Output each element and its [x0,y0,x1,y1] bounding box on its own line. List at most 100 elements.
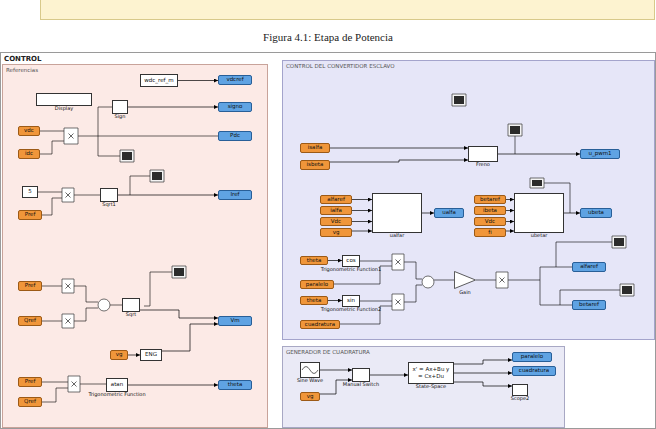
function-block: wdc_ref_m [140,74,178,87]
goto-tag: alfaref [572,262,606,272]
block-text: x' = Ax+Bu y = Cx+Du [411,366,451,380]
block-text: signo [228,104,243,110]
function-block: Freno [468,146,498,162]
function-block: ENG [140,349,162,361]
block-name: Sqrt1 [102,202,116,207]
from-tag: isbeta [300,160,330,170]
block-text: fi [488,230,491,236]
block-name: Sign [115,114,126,119]
block-text: Pdc [230,133,240,139]
block-name: Trigonometric Function1 [321,267,381,272]
from-tag: vdc [18,126,40,136]
function-block: Manual Switch [352,368,370,382]
from-tag: Pref [18,281,42,291]
block-text: Vdc [485,219,495,225]
block-text: vdc [24,128,34,134]
block-text: paralelo [306,282,328,288]
from-tag: isalfa [300,143,330,153]
goto-tag: ubeta [580,208,612,218]
block-text: cos [346,258,355,264]
goto-tag: cuadratura [512,366,556,376]
block-text: Pref [25,212,36,218]
from-tag: Vdc [474,217,506,226]
state-space-block: x' = Ax+Bu y = Cx+DuState-Space [408,362,454,384]
goto-tag: Iref [218,190,252,200]
block-text: Pref [25,379,36,385]
panel-heading: Referencias [6,67,38,73]
from-tag: theta [300,296,328,305]
display-block: Display [36,93,92,106]
block-name: Trigonometric Function2 [321,307,381,312]
goto-tag: theta [218,380,252,390]
function-block: 5 [22,186,38,198]
block-text: Vdc [331,219,341,225]
panel-heading: GENERADOR DE CUADRATURA [286,349,370,355]
block-name: Gain [459,290,471,295]
from-tag: paralelo [300,280,334,289]
block-text: cuadratura [519,368,549,374]
from-tag: cuadratura [300,320,340,329]
group-panel: Referenciaswdc_ref_mvdcrefDisplaySignvdc… [2,64,268,428]
group-panel: CONTROL DEL CONVERTIDOR ESCLAVOisalfaisb… [282,60,655,340]
block-text: alfaref [327,197,345,203]
block-name: Trigonometric Function [88,392,145,397]
goto-tag: ualfa [434,208,464,218]
goto-tag: u_pwm1 [580,149,620,159]
gain-triangle [455,272,476,289]
function-block: Sqrt1 [100,188,118,202]
from-tag: alfaref [320,195,352,204]
block-text: 5 [28,189,32,195]
function-block: sinTrigonometric Function2 [342,295,360,307]
block-text: Qref [24,318,36,324]
goto-tag: signo [218,102,252,112]
block-name: Display [55,106,73,111]
from-tag: ibeta [474,206,506,215]
block-text: u_pwm1 [588,151,611,157]
gain-outline [454,271,476,289]
from-tag: Vdc [320,217,352,226]
block-text: Iref [230,192,239,198]
block-name: Sqrt [126,312,136,317]
block-name: ubetar [531,233,548,238]
block-text: Vm [230,318,239,324]
block-text: betaref [480,197,500,203]
group-panel: GENERADOR DE CUADRATURASine WavevgManual… [282,346,565,428]
from-tag: theta [300,256,328,265]
from-tag: fi [474,228,506,237]
function-block: cosTrigonometric Function1 [342,255,360,267]
block-text: theta [307,258,322,264]
block-text: betaref [579,302,599,308]
block-name: State-Space [416,384,446,389]
from-tag: Qref [18,316,42,326]
block-text: ENG [145,352,157,358]
figure-caption: Figura 4.1: Etapa de Potencia [0,31,656,43]
block-text: atan [111,382,123,388]
block-text: theta [228,382,243,388]
block-text: isalfa [308,145,323,151]
goto-tag: paralelo [512,352,552,362]
block-text: Pref [25,283,36,289]
control-frame: CONTROLReferenciaswdc_ref_mvdcrefDisplay… [0,52,656,429]
from-tag: Pref [18,210,42,220]
block-name: Sine Wave [297,378,323,383]
block-text: sin [347,298,355,304]
goto-tag: Pdc [218,131,252,141]
block-name: ualfar [390,233,405,238]
block-text: vdcref [226,77,243,83]
block-text: paralelo [521,354,543,360]
function-block: Sign [112,100,128,114]
block-text: ialfa [330,208,342,214]
from-tag: vg [110,350,128,360]
block-name: Scope2 [511,396,529,401]
block-text: vg [333,230,340,236]
from-tag: Pref [18,377,42,387]
block-text: idc [25,151,33,157]
block-text: ibeta [483,208,497,214]
power-stage-frame [40,0,655,20]
from-tag: ialfa [320,206,352,215]
block-text: Qref [24,399,36,405]
goto-tag: vdcref [218,75,252,85]
from-tag: Qref [18,397,42,407]
scope-block: Scope2 [512,384,528,396]
function-block: Sine Wave [300,362,320,378]
